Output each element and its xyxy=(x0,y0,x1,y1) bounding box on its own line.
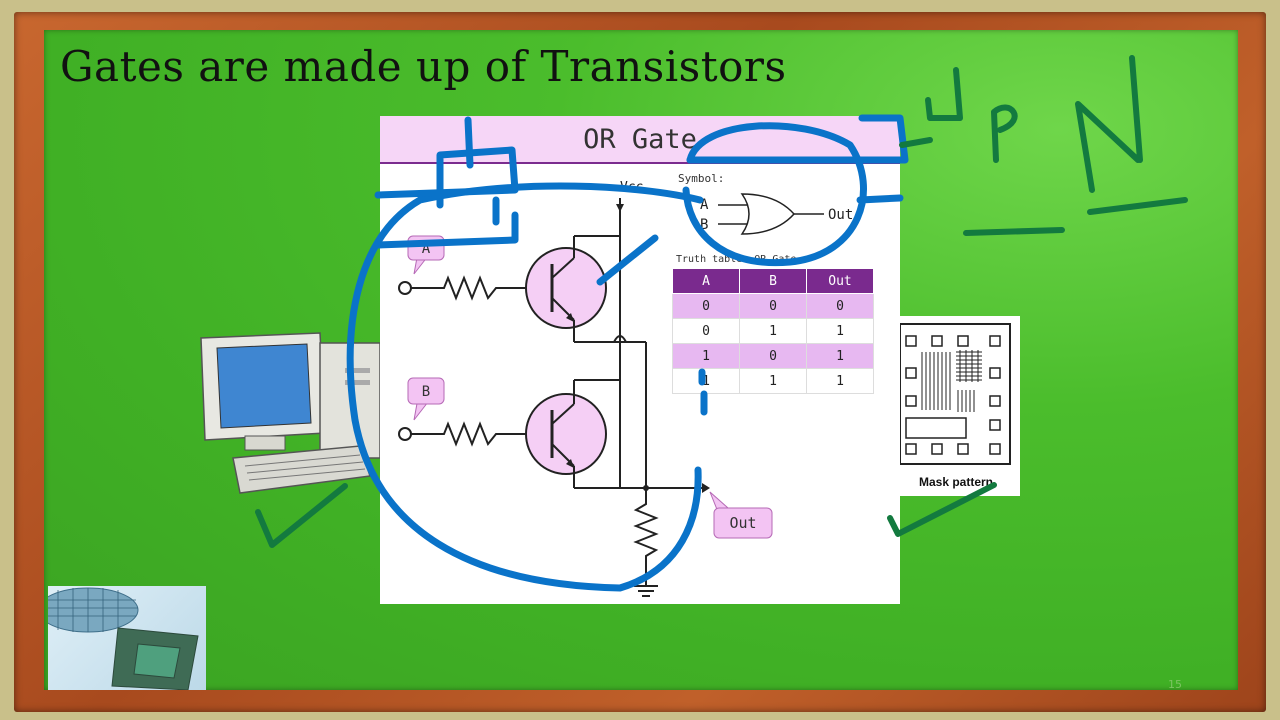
input-b-resistor xyxy=(411,421,526,447)
table-cell: 1 xyxy=(672,368,740,394)
table-cell: 1 xyxy=(739,368,807,394)
symbol-input-a: A xyxy=(700,197,709,213)
truth-table: A B Out 0 0 0 0 1 1 1 0 1 1 1 xyxy=(672,268,874,394)
table-cell: 1 xyxy=(806,343,874,369)
table-cell: 0 xyxy=(739,293,807,319)
transistor-2 xyxy=(525,393,607,475)
table-cell: 0 xyxy=(672,318,740,344)
out-callout xyxy=(713,507,773,539)
or-gate-slide: OR Gate Vcc xyxy=(380,116,900,604)
truth-table-header-out: Out xyxy=(806,268,874,294)
table-row: 0 0 0 xyxy=(672,293,874,319)
out-label: Out xyxy=(729,514,756,532)
or-gate-title: OR Gate xyxy=(583,124,697,155)
slide-title: Gates are made up of Transistors xyxy=(60,42,787,91)
table-cell: 0 xyxy=(672,293,740,319)
table-cell: 1 xyxy=(806,368,874,394)
computer-illustration xyxy=(195,328,385,503)
table-row: 0 1 1 xyxy=(672,318,874,344)
chip-wafer-illustration xyxy=(37,586,206,691)
table-cell: 1 xyxy=(739,318,807,344)
table-cell: 0 xyxy=(739,343,807,369)
mask-pattern-caption: Mask pattern xyxy=(919,475,993,489)
mask-pattern-panel: Mask pattern xyxy=(896,316,1020,496)
or-gate-symbol xyxy=(740,193,796,235)
transistor-1 xyxy=(525,247,607,329)
input-b-terminal xyxy=(398,427,412,441)
truth-table-label: Truth table: OR Gate xyxy=(676,254,796,265)
truth-table-header-b: B xyxy=(739,268,807,294)
page-number: 15 xyxy=(1168,678,1182,691)
input-b-label: B xyxy=(422,384,430,400)
input-a-terminal xyxy=(398,281,412,295)
symbol-input-b: B xyxy=(700,217,708,233)
table-cell: 0 xyxy=(806,293,874,319)
vcc-label: Vcc xyxy=(620,180,643,195)
symbol-output: Out xyxy=(828,207,853,223)
table-row: 1 1 1 xyxy=(672,368,874,394)
table-cell: 1 xyxy=(672,343,740,369)
vcc-arrow xyxy=(616,204,624,212)
truth-table-header-a: A xyxy=(672,268,740,294)
input-a-resistor xyxy=(411,275,526,301)
table-row: 1 0 1 xyxy=(672,343,874,369)
table-cell: 1 xyxy=(806,318,874,344)
input-a-label: A xyxy=(422,241,431,257)
symbol-label: Symbol: xyxy=(678,172,724,185)
pulldown-resistor xyxy=(633,488,659,586)
